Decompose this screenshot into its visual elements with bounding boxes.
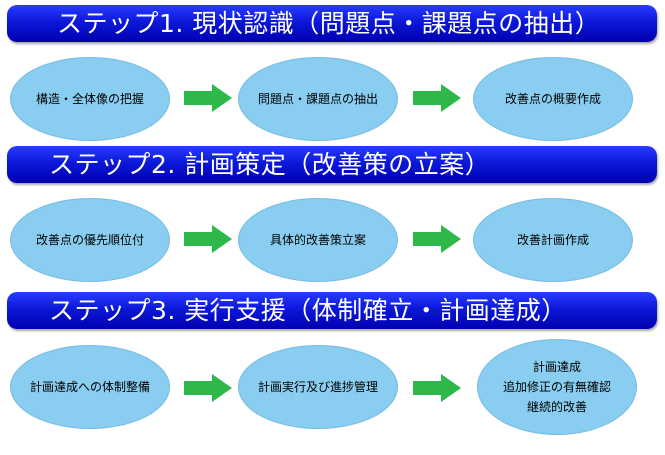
step-3-node-2: 計画実行及び進捗管理 <box>238 345 398 429</box>
step-1-node-2-label: 問題点・課題点の抽出 <box>257 92 378 106</box>
step-3-title: ステップ3. 実行支援（体制確立・計画達成） <box>49 296 567 325</box>
right-arrow-icon <box>184 374 232 402</box>
step-3-node-3-line-1: 計画達成 <box>532 360 581 374</box>
step-3-node-1: 計画達成への体制整備 <box>10 345 170 429</box>
step-1-node-3-label: 改善点の概要作成 <box>504 92 601 106</box>
step-1-node-1: 構造・全体像の把握 <box>10 57 170 141</box>
step-1-banner: ステップ1. 現状認識（問題点・課題点の抽出） <box>7 5 657 42</box>
right-arrow-icon <box>413 84 461 112</box>
step-3-node-2-label: 計画実行及び進捗管理 <box>257 380 378 394</box>
right-arrow-icon <box>413 225 461 253</box>
step-2-node-3-label: 改善計画作成 <box>516 233 589 247</box>
step-3-banner: ステップ3. 実行支援（体制確立・計画達成） <box>7 292 657 329</box>
step-2-banner: ステップ2. 計画策定（改善策の立案） <box>7 146 657 183</box>
right-arrow-icon <box>184 225 232 253</box>
right-arrow-icon <box>184 84 232 112</box>
step-2-node-1-label: 改善点の優先順位付 <box>35 233 144 247</box>
step-2-title: ステップ2. 計画策定（改善策の立案） <box>49 150 491 179</box>
step-3-node-1-label: 計画達成への体制整備 <box>29 380 150 394</box>
step-1-node-2: 問題点・課題点の抽出 <box>238 57 398 141</box>
step-3-node-3-line-2: 追加修正の有無確認 <box>502 380 611 394</box>
step-2-node-2: 具体的改善策立案 <box>238 198 398 282</box>
step-2-node-3: 改善計画作成 <box>473 198 633 282</box>
step-1-node-1-label: 構造・全体像の把握 <box>35 92 144 106</box>
step-1-title: ステップ1. 現状認識（問題点・課題点の抽出） <box>57 9 601 38</box>
step-1-node-3: 改善点の概要作成 <box>473 57 633 141</box>
step-2-node-2-label: 具体的改善策立案 <box>269 233 366 247</box>
step-2-node-1: 改善点の優先順位付 <box>10 198 170 282</box>
step-3-node-3-line-3: 継続的改善 <box>526 400 587 414</box>
right-arrow-icon <box>413 374 461 402</box>
step-3-node-3: 計画達成 追加修正の有無確認 継続的改善 <box>477 339 637 435</box>
